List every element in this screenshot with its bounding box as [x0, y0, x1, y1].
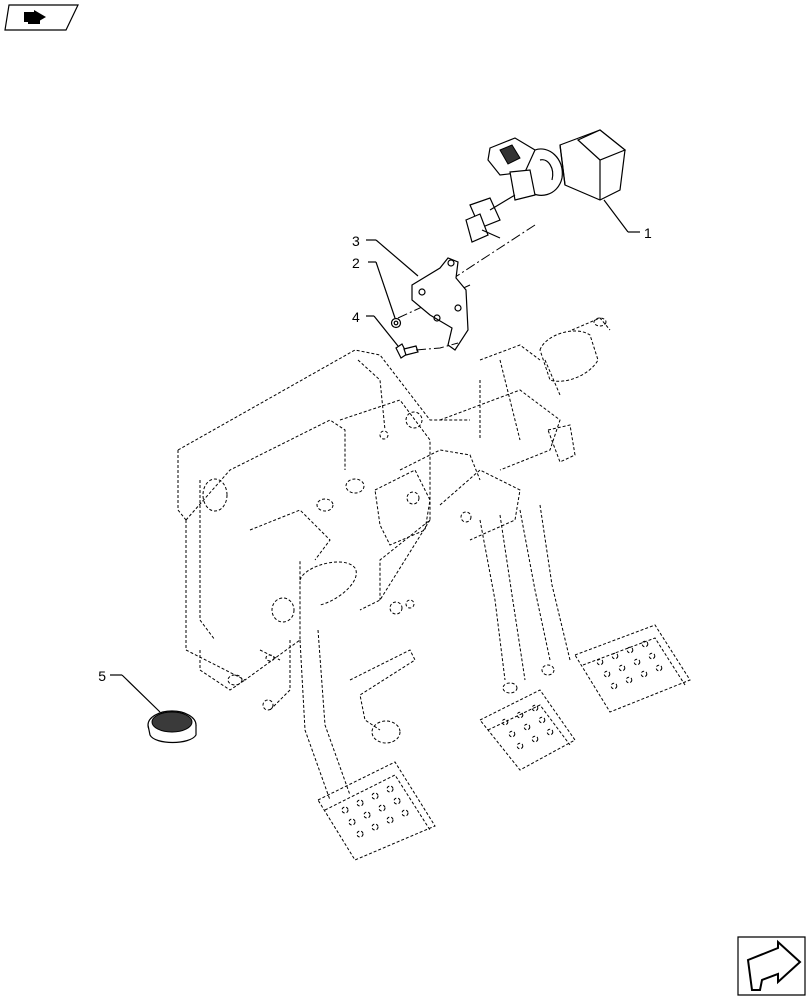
- callout-5-leader: [121, 674, 161, 713]
- callout-2-leader: [375, 261, 396, 319]
- plug: [147, 710, 197, 744]
- callout-3-leader: [375, 239, 419, 277]
- brake-pedals: [479, 504, 691, 771]
- bolt: [395, 343, 419, 359]
- pedal-frame: [177, 317, 611, 711]
- callout-1: 1: [644, 225, 652, 241]
- centerline-3: [415, 342, 459, 351]
- brake-pad-right-holes: [596, 640, 663, 690]
- clutch-pedal: [299, 629, 436, 861]
- callout-3: 3: [352, 233, 360, 249]
- nut: [390, 317, 402, 329]
- callout-5: 5: [98, 668, 106, 684]
- callout-2: 2: [352, 255, 360, 271]
- callout-4: 4: [352, 309, 360, 325]
- bracket: [411, 257, 469, 351]
- page-tab-icon[interactable]: [4, 4, 79, 31]
- next-page-arrow-icon[interactable]: [737, 936, 806, 996]
- callout-4-leader: [373, 315, 399, 347]
- brake-pad-left-holes: [501, 704, 554, 750]
- callout-1-leader: [603, 199, 629, 233]
- switch-assembly: [465, 129, 627, 243]
- clutch-pad-holes: [341, 785, 409, 838]
